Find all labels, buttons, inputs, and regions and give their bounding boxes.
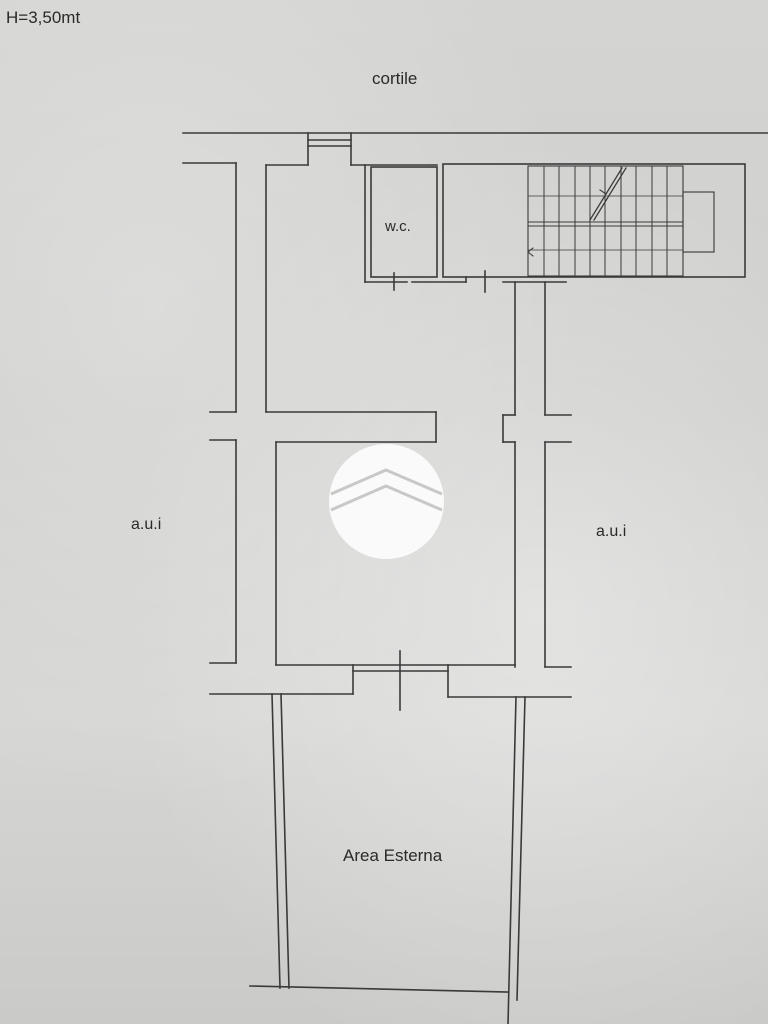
- house-roof-watermark-icon: [330, 468, 443, 512]
- adjacent-unit-left-label: a.u.i: [131, 516, 162, 533]
- wc-walls: [364, 164, 467, 291]
- wc-label: w.c.: [385, 218, 411, 235]
- outdoor-area-walls: [249, 693, 526, 1024]
- left-party-wall: [209, 162, 237, 664]
- adjacent-unit-right-label: a.u.i: [596, 523, 627, 540]
- bottom-doorway: [352, 650, 449, 711]
- corridor-walls: [502, 281, 572, 668]
- stair-block: [442, 163, 746, 293]
- outdoor-area-label: Area Esterna: [343, 846, 443, 865]
- height-note: H=3,50mt: [6, 8, 81, 27]
- courtyard-label: cortile: [372, 69, 418, 88]
- watermark-badge: [329, 444, 444, 559]
- top-window: [307, 132, 352, 166]
- upper-room-walls: [265, 164, 437, 443]
